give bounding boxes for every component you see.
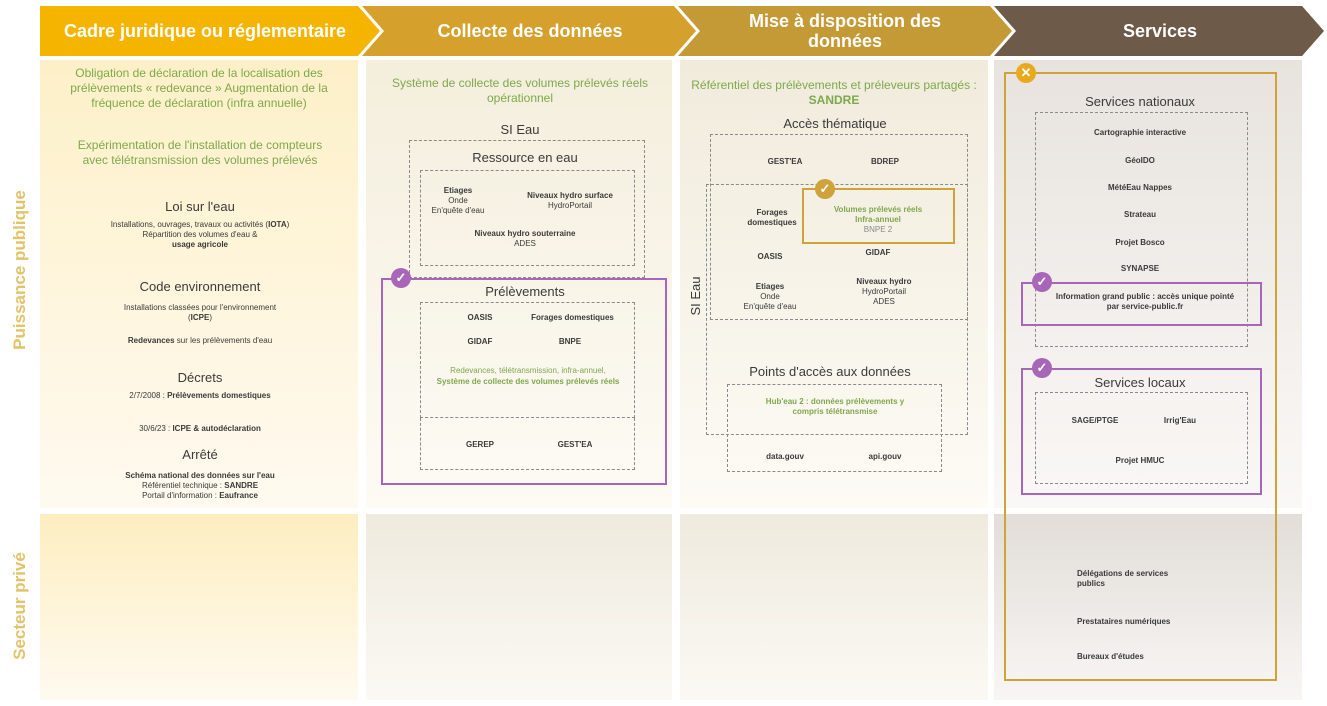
col3-forages: Forages domestiques: [747, 208, 797, 227]
col2-si-eau-box: [409, 140, 645, 278]
row-label-public: Puissance publique: [10, 190, 29, 350]
arrete-text: Schéma national des données sur l'eau Ré…: [125, 471, 275, 500]
col2-gestea: GEST'EA: [557, 440, 593, 449]
ressource-box: [420, 170, 635, 266]
prive-item: Prestataires numériques: [1077, 617, 1171, 626]
loc-irrigeau: Irrig'Eau: [1163, 416, 1197, 425]
close-icon: ✕: [1016, 63, 1036, 83]
points-box: [727, 384, 942, 472]
grand-public-text: Information grand public : accès unique …: [1055, 292, 1235, 311]
col2-redevances: Redevances, télétransmission, infra-annu…: [450, 366, 606, 375]
check-icon: ✓: [391, 268, 411, 288]
bg-col3-prive: [680, 514, 988, 700]
hubeau-text: Hub'eau 2 : données prélèvements y compr…: [765, 397, 905, 416]
col2-intro: Système de collecte des volumes prélevés…: [391, 76, 649, 105]
bg-col4-prive: [994, 514, 1302, 700]
code-text-2: Redevances sur les prélèvements d'eau: [127, 336, 273, 345]
header-arrows: [40, 6, 1324, 56]
loc-sage: SAGE/PTGE: [1071, 416, 1119, 425]
loi-text: Installations, ouvrages, travaux ou acti…: [110, 220, 290, 249]
prelevements-title: Prélèvements: [485, 284, 565, 299]
col1-intro-2: Expérimentation de l'installation de com…: [77, 138, 323, 167]
col3-gestea: GEST'EA: [767, 157, 803, 166]
si-eau-box: [706, 184, 968, 435]
code-text-1: Installations classées pour l'environnem…: [123, 303, 277, 322]
check-icon: ✓: [1032, 358, 1052, 378]
col2-systeme: Système de collecte des volumes prélevés…: [436, 377, 620, 386]
nat-item: MétéEau Nappes: [1107, 183, 1173, 192]
row-label-prive: Secteur privé: [10, 552, 29, 660]
header-arrow-4: [994, 6, 1324, 56]
nat-item: GéoIDO: [1125, 156, 1155, 165]
decrets-text-2: 30/6/23 : ICPE & autodéclaration: [139, 424, 261, 433]
header-arrow-2: [362, 6, 696, 56]
header-arrow-1: [40, 6, 380, 56]
col3-oasis: OASIS: [757, 252, 783, 261]
loi-title: Loi sur l'eau: [165, 199, 235, 214]
prive-item: Bureaux d'études: [1077, 652, 1144, 661]
prelevements-inner-box: [420, 302, 635, 418]
nat-item: SYNAPSE: [1120, 264, 1160, 273]
code-title: Code environnement: [139, 279, 261, 294]
loc-hmuc: Projet HMUC: [1115, 456, 1165, 465]
check-icon: ✓: [815, 179, 835, 199]
nat-item: Strateau: [1123, 210, 1156, 219]
nationaux-box: [1035, 112, 1248, 347]
prive-item: Délégations de services publics: [1077, 569, 1169, 588]
acces-title: Accès thématique: [783, 116, 887, 131]
check-icon: ✓: [1032, 272, 1052, 292]
header-mise-a-disposition: Mise à disposition des données: [748, 11, 942, 51]
nat-item: Projet Bosco: [1115, 238, 1165, 247]
bg-col1-public: [40, 60, 358, 508]
decrets-title: Décrets: [177, 370, 223, 385]
arrete-title: Arrêté: [182, 447, 218, 462]
col2-gidaf: GIDAF: [467, 337, 493, 346]
col2-forages: Forages domestiques: [531, 313, 614, 322]
nationaux-title: Services nationaux: [1085, 94, 1195, 109]
col3-datagouv: data.gouv: [766, 452, 804, 461]
locaux-box: [1021, 368, 1262, 495]
col2-si-eau: SI Eau: [500, 122, 540, 137]
services-box: [1004, 72, 1277, 681]
locaux-title: Services locaux: [1094, 375, 1186, 390]
header-arrow-3: [678, 6, 1012, 56]
col2-bnpe: BNPE: [558, 337, 582, 346]
ressource-title: Ressource en eau: [472, 150, 578, 165]
bg-col1-prive: [40, 514, 358, 700]
col2-gerep: GEREP: [465, 440, 494, 449]
col1-intro-1: Obligation de déclaration de la localisa…: [70, 66, 328, 110]
col3-gidaf: GIDAF: [865, 248, 891, 257]
prelevements-box: [381, 278, 667, 485]
header-cadre-juridique: Cadre juridique ou réglementaire: [63, 21, 347, 41]
locaux-inner-box: [1035, 392, 1248, 484]
col3-bdrep: BDREP: [870, 157, 899, 166]
col3-intro: Référentiel des prélèvements et préleveu…: [691, 78, 977, 107]
bg-col2-public: [366, 60, 672, 508]
points-title: Points d'accès aux données: [749, 364, 911, 379]
header-collecte: Collecte des données: [437, 21, 623, 41]
decrets-text-1: 2/7/2008 : Prélèvements domestiques: [129, 391, 271, 400]
col3-si-eau: SI Eau: [688, 276, 703, 316]
nat-item: Cartographie interactive: [1093, 128, 1187, 137]
bg-col2-prive: [366, 514, 672, 700]
col3-apigouv: api.gouv: [868, 452, 902, 461]
volumes-box: [802, 188, 955, 244]
grand-public-box: [1021, 282, 1262, 326]
header-services: Services: [1122, 21, 1198, 41]
col2-oasis: OASIS: [467, 313, 493, 322]
gerep-box: [420, 418, 635, 470]
